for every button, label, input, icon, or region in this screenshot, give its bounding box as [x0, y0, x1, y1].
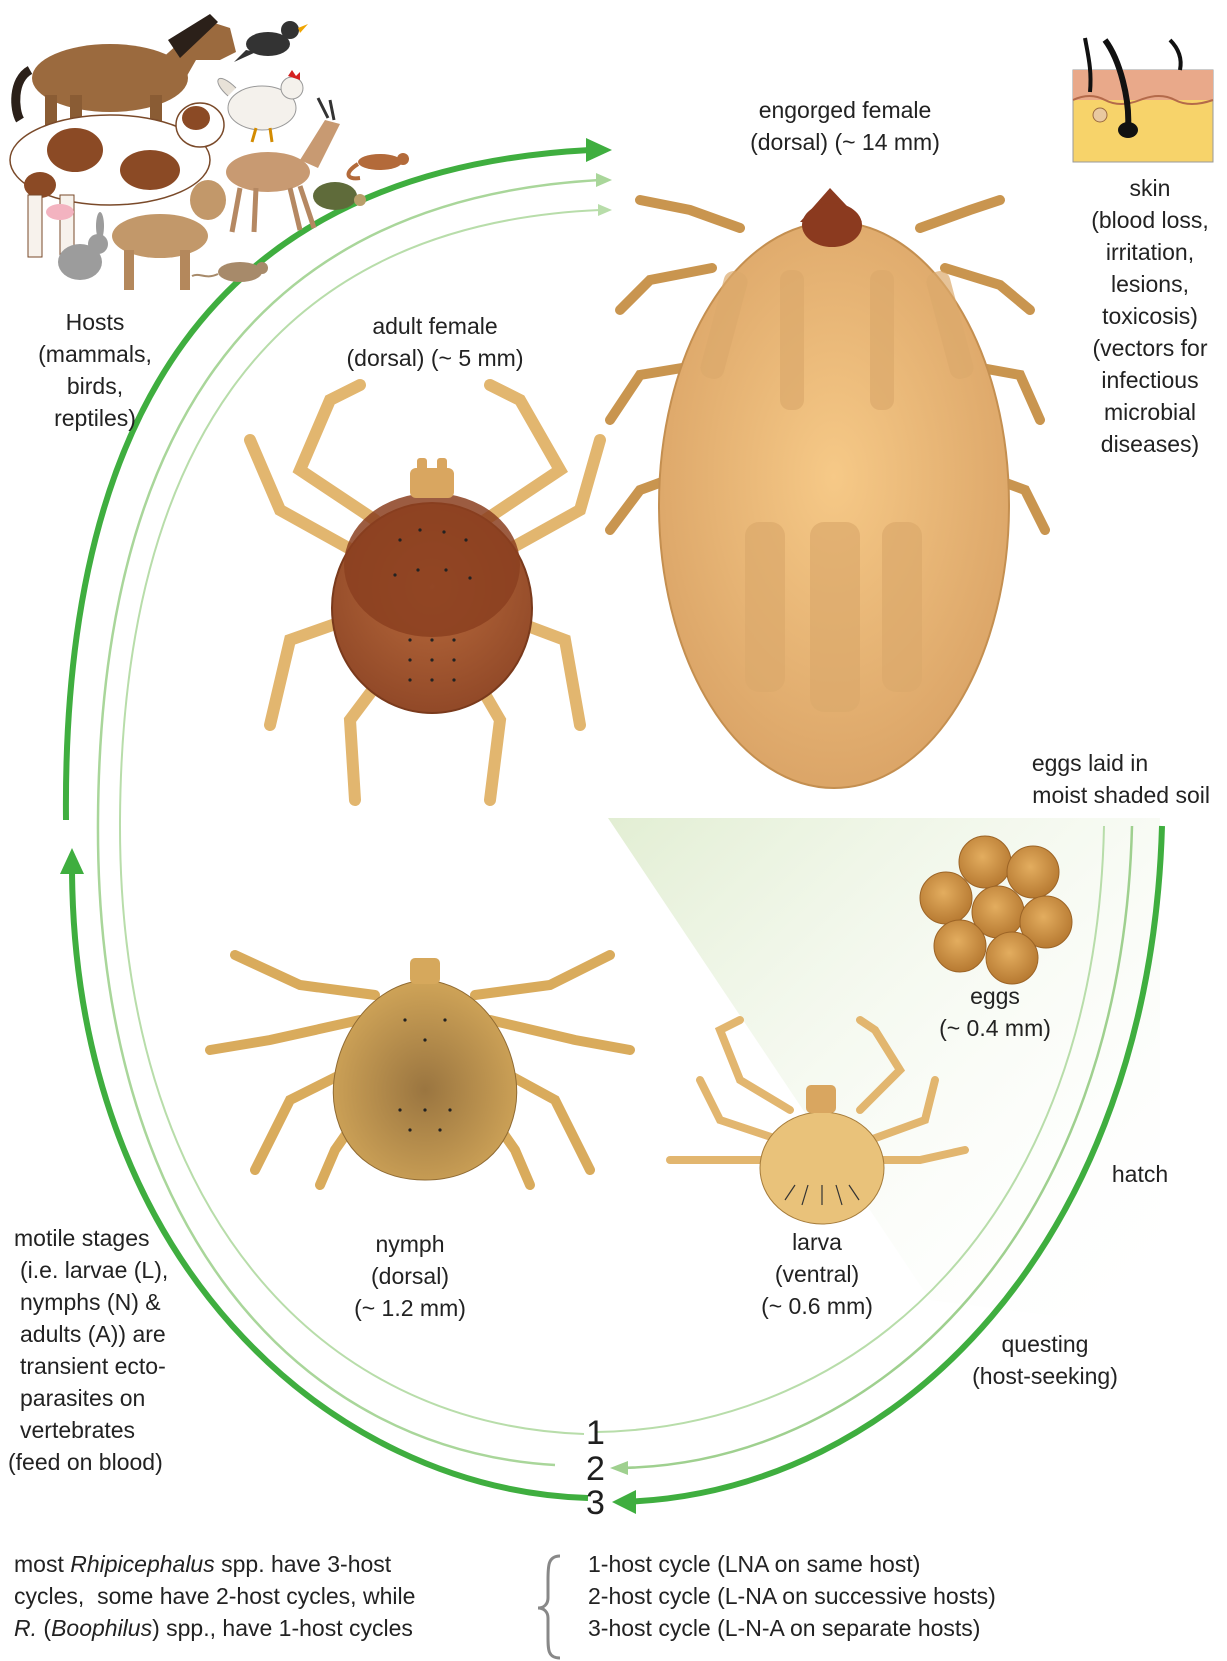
- footer-text: spp. have 3-host: [215, 1551, 391, 1577]
- arrow-head-2: [610, 1461, 628, 1475]
- footer-left-line-2: cycles, some have 2-host cycles, while: [14, 1580, 494, 1612]
- footer-text: ) spp., have 1-host cycles: [152, 1615, 413, 1641]
- skin-line: irritation,: [1085, 236, 1215, 268]
- hosts-line: Hosts: [30, 306, 160, 338]
- arrow-head-3: [612, 1490, 636, 1514]
- arrow-head-1-top: [598, 204, 612, 216]
- hatch-label: hatch: [1100, 1158, 1180, 1190]
- eggs-laid-line: moist shaded soil: [1000, 779, 1210, 811]
- hosts-line: (mammals,: [30, 338, 160, 370]
- skin-line: (vectors for: [1085, 332, 1215, 364]
- engorged-female-label: engorged female (dorsal) (~ 14 mm): [740, 94, 950, 158]
- skin-section-icon: [1073, 38, 1213, 162]
- footer-left-line-1: most Rhipicephalus spp. have 3-host: [14, 1548, 494, 1580]
- engorged-female-line: engorged female: [740, 94, 950, 126]
- motile-line: adults (A)) are: [8, 1318, 198, 1350]
- motile-stages-label: motile stages (i.e. larvae (L), nymphs (…: [8, 1222, 198, 1478]
- adult-female-line: (dorsal) (~ 5 mm): [330, 342, 540, 374]
- legend-3-host: 3-host cycle (L-N-A on separate hosts): [588, 1612, 1018, 1644]
- eggs-laid-label: eggs laid in moist shaded soil: [1000, 747, 1210, 811]
- questing-line: questing: [960, 1328, 1130, 1360]
- nymph-label: nymph (dorsal) (~ 1.2 mm): [345, 1228, 475, 1324]
- motile-line: (i.e. larvae (L),: [8, 1254, 198, 1286]
- footer-right-legend: 1-host cycle (LNA on same host) 2-host c…: [588, 1548, 1018, 1644]
- skin-line: toxicosis): [1085, 300, 1215, 332]
- questing-line: (host-seeking): [960, 1360, 1130, 1392]
- footer-left-note: most Rhipicephalus spp. have 3-host cycl…: [14, 1548, 494, 1644]
- footer-genus: R.: [14, 1615, 37, 1641]
- legend-2-host: 2-host cycle (L-NA on successive hosts): [588, 1580, 1018, 1612]
- skin-line: skin: [1085, 172, 1215, 204]
- nymph-line: (dorsal): [345, 1260, 475, 1292]
- footer-genus: Rhipicephalus: [70, 1551, 214, 1577]
- motile-line: vertebrates: [8, 1414, 198, 1446]
- larva-line: larva: [752, 1226, 882, 1258]
- footer-left-line-3: R. (Boophilus) spp., have 1-host cycles: [14, 1612, 494, 1644]
- adult-female-label: adult female (dorsal) (~ 5 mm): [330, 310, 540, 374]
- rooster-icon: [218, 70, 303, 142]
- arrow-head-left: [60, 848, 84, 874]
- adult-female-line: adult female: [330, 310, 540, 342]
- motile-line: motile stages: [8, 1222, 198, 1254]
- skin-line: lesions,: [1085, 268, 1215, 300]
- skin-line: microbial: [1085, 396, 1215, 428]
- eggs-line: (~ 0.4 mm): [920, 1012, 1070, 1044]
- larva-line: (ventral): [752, 1258, 882, 1290]
- larva-line: (~ 0.6 mm): [752, 1290, 882, 1322]
- cycle-number-3: 3: [586, 1486, 605, 1520]
- bracket-icon: [538, 1556, 560, 1658]
- nymph-tick: [210, 955, 630, 1185]
- adult-female-tick: [250, 385, 600, 800]
- hosts-label: Hosts (mammals, birds, reptiles): [30, 306, 160, 434]
- skin-line: infectious: [1085, 364, 1215, 396]
- eggs-label: eggs (~ 0.4 mm): [920, 980, 1070, 1044]
- motile-line: (feed on blood): [8, 1446, 198, 1478]
- hosts-line: birds,: [30, 370, 160, 402]
- larva-label: larva (ventral) (~ 0.6 mm): [752, 1226, 882, 1322]
- bird-icon: [234, 21, 308, 62]
- skin-line: (blood loss,: [1085, 204, 1215, 236]
- footer-text: (: [37, 1615, 51, 1641]
- arrow-head-2-top: [596, 173, 612, 187]
- soil-shade: [608, 818, 1160, 1330]
- footer-text: most: [14, 1551, 70, 1577]
- eggs-line: eggs: [920, 980, 1070, 1012]
- skin-label: skin (blood loss, irritation, lesions, t…: [1085, 172, 1215, 460]
- legend-1-host: 1-host cycle (LNA on same host): [588, 1548, 1018, 1580]
- tortoise-icon: [313, 182, 366, 210]
- hosts-line: reptiles): [30, 402, 160, 434]
- cycle-number-2: 2: [586, 1452, 605, 1486]
- nymph-line: (~ 1.2 mm): [345, 1292, 475, 1324]
- motile-line: parasites on: [8, 1382, 198, 1414]
- eggs-laid-line: eggs laid in: [1000, 747, 1210, 779]
- engorged-female-tick: [610, 188, 1045, 788]
- footer-subgenus: Boophilus: [51, 1615, 152, 1641]
- engorged-female-line: (dorsal) (~ 14 mm): [740, 126, 950, 158]
- motile-line: nymphs (N) &: [8, 1286, 198, 1318]
- questing-label: questing (host-seeking): [960, 1328, 1130, 1392]
- nymph-line: nymph: [345, 1228, 475, 1260]
- lizard-icon: [348, 153, 409, 178]
- motile-line: transient ecto-: [8, 1350, 198, 1382]
- skin-line: diseases): [1085, 428, 1215, 460]
- arrow-head-top: [586, 138, 612, 162]
- cycle-number-1: 1: [586, 1416, 605, 1450]
